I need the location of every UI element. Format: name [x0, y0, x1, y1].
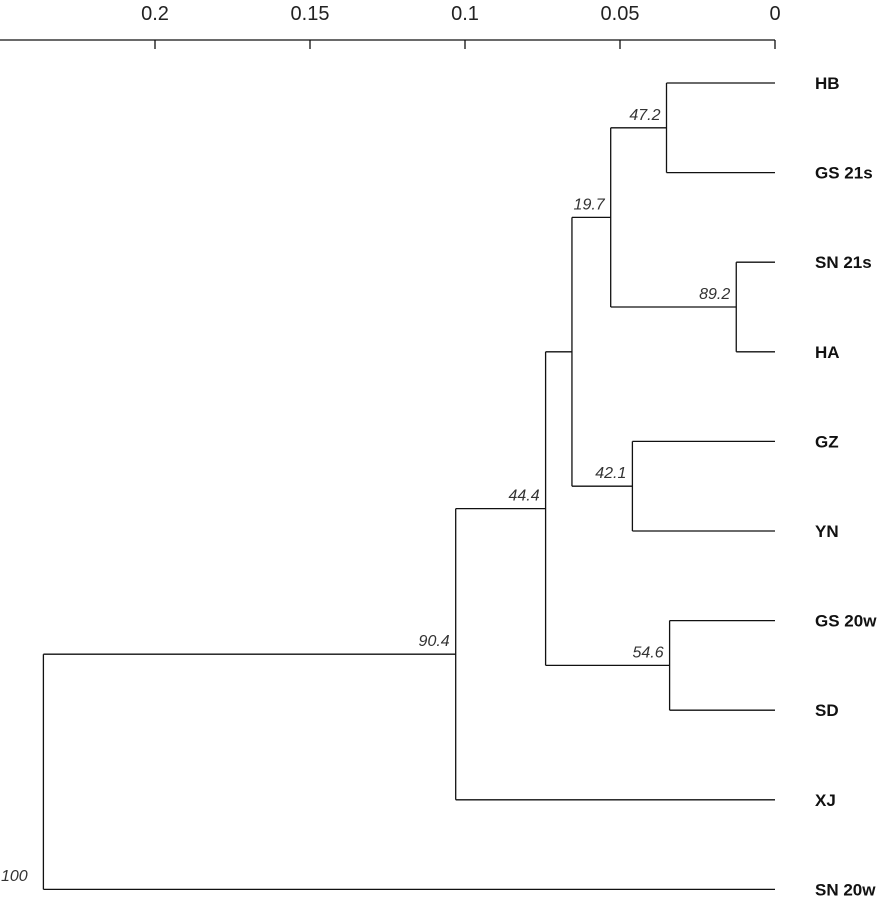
support-value-n_sn_ha: 89.2: [699, 286, 730, 303]
leaf-label-SD: SD: [815, 701, 839, 720]
leaf-label-YN: YN: [815, 522, 839, 541]
leaf-label-SN21s: SN 21s: [815, 253, 872, 272]
axis-tick-label: 0: [769, 3, 780, 25]
support-value-n_a: 19.7: [574, 196, 606, 213]
leaf-label-GZ: GZ: [815, 432, 839, 451]
axis-tick-label: 0.2: [141, 3, 169, 25]
support-value-n_hb_gs: 47.2: [629, 107, 660, 124]
distance-axis: 0.2 0.15 0.1 0.05 0: [0, 3, 781, 49]
axis-tick-label: 0.15: [291, 3, 330, 25]
axis-tick-label: 0.1: [451, 3, 479, 25]
support-values: 47.2 89.2 42.1 54.6 19.7 44.4 90.4 100: [1, 107, 730, 885]
support-value-n_gz_yn: 42.1: [595, 465, 626, 482]
support-value-n_gs20_sd: 54.6: [632, 644, 663, 661]
support-value-n_c: 44.4: [508, 488, 539, 505]
leaf-label-HA: HA: [815, 343, 840, 362]
leaf-label-GS20w: GS 20w: [815, 612, 877, 631]
tree-branches: [42, 82, 775, 891]
support-value-n_root: 100: [1, 868, 28, 885]
leaf-label-SN20w: SN 20w: [815, 880, 876, 898]
support-value-n_d: 90.4: [419, 633, 450, 650]
leaf-label-HB: HB: [815, 74, 840, 93]
leaf-label-GS21s: GS 21s: [815, 164, 873, 183]
leaf-label-XJ: XJ: [815, 791, 836, 810]
axis-tick-label: 0.05: [601, 3, 640, 25]
